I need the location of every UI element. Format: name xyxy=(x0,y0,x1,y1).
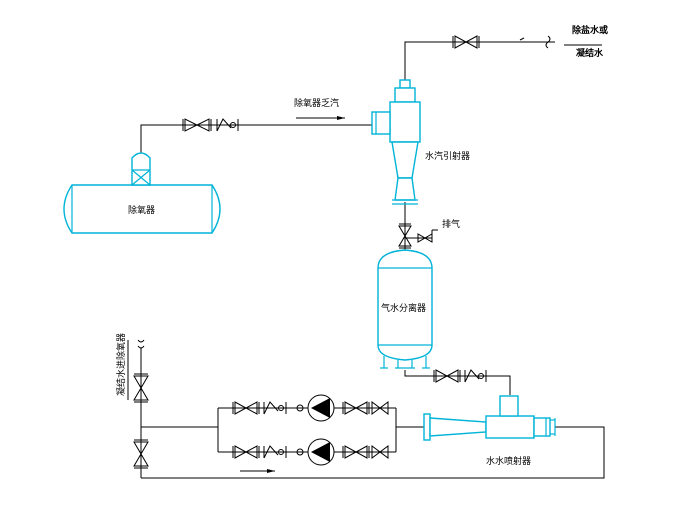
pipe-break-symbol-left xyxy=(137,339,145,349)
check-valve-deaerator-vent xyxy=(216,118,239,132)
deaerator-tank xyxy=(63,152,221,234)
check-valve-pump2 xyxy=(263,445,287,459)
valve-separator-outlet xyxy=(433,369,461,383)
valve-pump1-inlet xyxy=(232,401,260,415)
water-water-ejector xyxy=(423,395,556,441)
pump-upper xyxy=(296,394,335,422)
label-steam-ejector: 水汽引射器 xyxy=(425,150,470,162)
pump-lower xyxy=(296,438,335,466)
valve-pump2-outlet xyxy=(342,445,370,459)
check-valve-pump1 xyxy=(263,401,287,415)
check-valve-separator-outlet xyxy=(464,369,487,383)
pipe-break-symbol xyxy=(545,35,551,49)
label-condensate-to-deaerator: 凝结水进除氧器 xyxy=(115,333,127,396)
label-deaerator-steam: 除氧器乏汽 xyxy=(294,97,339,109)
label-desalted-water-2: 凝结水 xyxy=(576,47,604,59)
valve-pump1-outlet-b xyxy=(371,401,389,415)
label-desalted-water-1: 除盐水或 xyxy=(572,24,608,36)
label-water-ejector: 水水喷射器 xyxy=(486,455,531,467)
valve-pump2-inlet xyxy=(232,445,260,459)
valve-condensate-lower xyxy=(133,439,149,469)
valve-top-supply xyxy=(452,35,480,49)
gas-water-separator xyxy=(377,249,433,369)
valve-condensate-upper xyxy=(133,373,149,403)
label-deaerator: 除氧器 xyxy=(128,204,155,216)
valve-separator-inlet xyxy=(398,223,412,249)
steam-ejector xyxy=(371,79,421,205)
valve-pump2-outlet-b xyxy=(371,445,389,459)
valve-deaerator-vent xyxy=(182,118,212,132)
label-separator: 气水分离器 xyxy=(381,302,426,314)
valve-pump1-outlet xyxy=(342,401,370,415)
valve-exhaust xyxy=(417,229,438,243)
label-exhaust: 排气 xyxy=(442,218,460,230)
